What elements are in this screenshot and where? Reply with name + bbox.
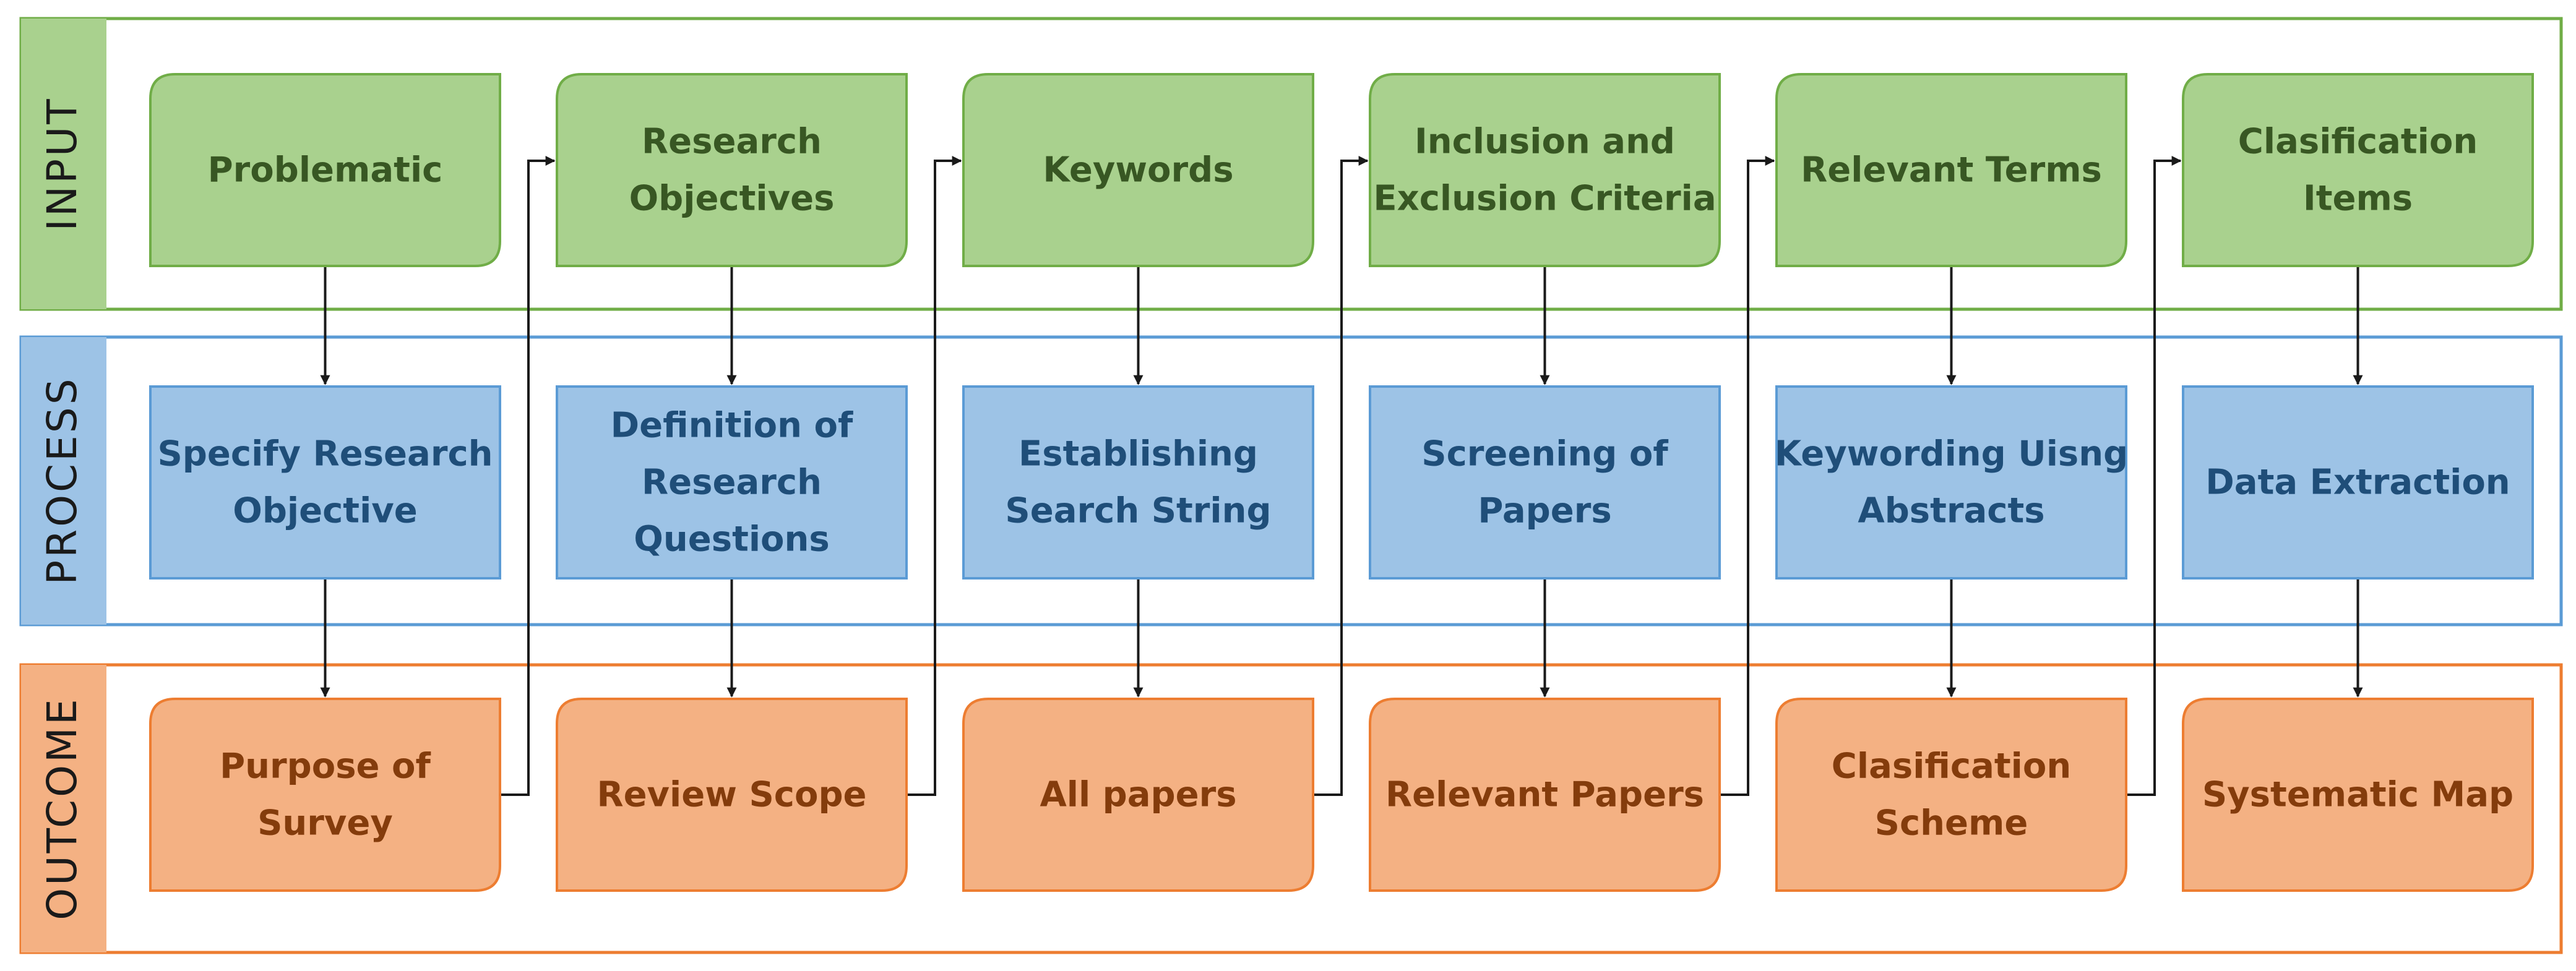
process-box-shape	[556, 385, 908, 580]
input-box-1: Problematic	[149, 73, 501, 267]
process-box-label: Objective	[233, 491, 418, 531]
input-box-label: Research	[642, 122, 822, 162]
outcome-box-shape	[1775, 698, 2127, 892]
process-box-label: Definition of	[611, 406, 853, 446]
outcome-box-6: Systematic Map	[2182, 698, 2534, 892]
outcome-box-label: Review Scope	[597, 775, 866, 815]
input-box-label: Keywords	[1043, 150, 1233, 190]
outcome-box-label: Survey	[257, 803, 393, 844]
feedback-connector-1	[500, 156, 556, 796]
lane-input-header	[21, 19, 106, 309]
input-box-label: Clasification	[2238, 122, 2478, 162]
process-box-shape	[2182, 385, 2534, 580]
process-box-shape	[1775, 385, 2127, 580]
input-box-3: Keywords	[962, 73, 1314, 267]
input-box-shape	[962, 73, 1314, 267]
feedback-connector-5	[2126, 156, 2182, 796]
input-box-label: Objectives	[629, 179, 835, 219]
feedback-connector-4	[1720, 156, 1775, 796]
input-box-shape	[149, 73, 501, 267]
input-box-shape	[2182, 73, 2534, 267]
flow-boxes: ProblematicResearchObjectivesKeywordsInc…	[149, 73, 2534, 892]
lane-process-header	[21, 337, 106, 625]
input-box-label: Inclusion and	[1415, 122, 1675, 162]
outcome-box-shape	[1369, 698, 1721, 892]
connectors	[320, 156, 2363, 796]
outcome-box-4: Relevant Papers	[1369, 698, 1721, 892]
lane-process-label: PROCESS	[38, 376, 86, 584]
process-box-shape	[149, 385, 501, 580]
process-box-label: Papers	[1478, 491, 1611, 531]
input-box-label: Exclusion Criteria	[1373, 179, 1716, 219]
process-box-4: Screening of Papers	[1369, 385, 1721, 580]
outcome-box-1: Purpose of Survey	[149, 698, 501, 892]
process-box-shape	[1369, 385, 1721, 580]
outcome-box-label: Clasification	[1832, 746, 2071, 787]
process-box-label: Search String	[1005, 491, 1271, 531]
process-box-label: Questions	[634, 520, 829, 560]
input-box-label: Problematic	[208, 150, 443, 190]
input-box-label: Items	[2303, 179, 2413, 219]
feedback-connector-3	[1313, 156, 1369, 796]
outcome-box-shape	[149, 698, 501, 892]
process-box-label: Data Extraction	[2205, 463, 2510, 503]
lane-input-label: INPUT	[38, 96, 86, 231]
outcome-box-label: Systematic Map	[2202, 775, 2514, 815]
process-box-shape	[962, 385, 1314, 580]
lane-outcome-label: OUTCOME	[38, 696, 86, 920]
input-box-shape	[1775, 73, 2127, 267]
outcome-box-label: All papers	[1040, 775, 1236, 815]
input-box-shape	[556, 73, 908, 267]
outcome-box-shape	[556, 698, 908, 892]
process-box-label: Keywording Uisng	[1775, 434, 2128, 474]
input-box-label: Relevant Terms	[1801, 150, 2102, 190]
process-box-label: Specify Research	[157, 434, 493, 474]
outcome-box-label: Relevant Papers	[1385, 775, 1704, 815]
lane-outcome-header	[21, 665, 106, 952]
outcome-box-3: All papers	[962, 698, 1314, 892]
process-box-label: Screening of	[1421, 434, 1668, 474]
process-box-label: Research	[642, 463, 822, 503]
input-box-5: Relevant Terms	[1775, 73, 2127, 267]
outcome-box-shape	[962, 698, 1314, 892]
process-box-6: Data Extraction	[2182, 385, 2534, 580]
input-box-shape	[1369, 73, 1721, 267]
outcome-box-label: Purpose of	[220, 746, 431, 787]
feedback-connector-2	[907, 156, 962, 796]
outcome-box-shape	[2182, 698, 2534, 892]
process-box-label: Establishing	[1019, 434, 1258, 474]
outcome-box-2: Review Scope	[556, 698, 908, 892]
process-box-label: Abstracts	[1858, 491, 2044, 531]
outcome-box-label: Scheme	[1875, 803, 2028, 844]
